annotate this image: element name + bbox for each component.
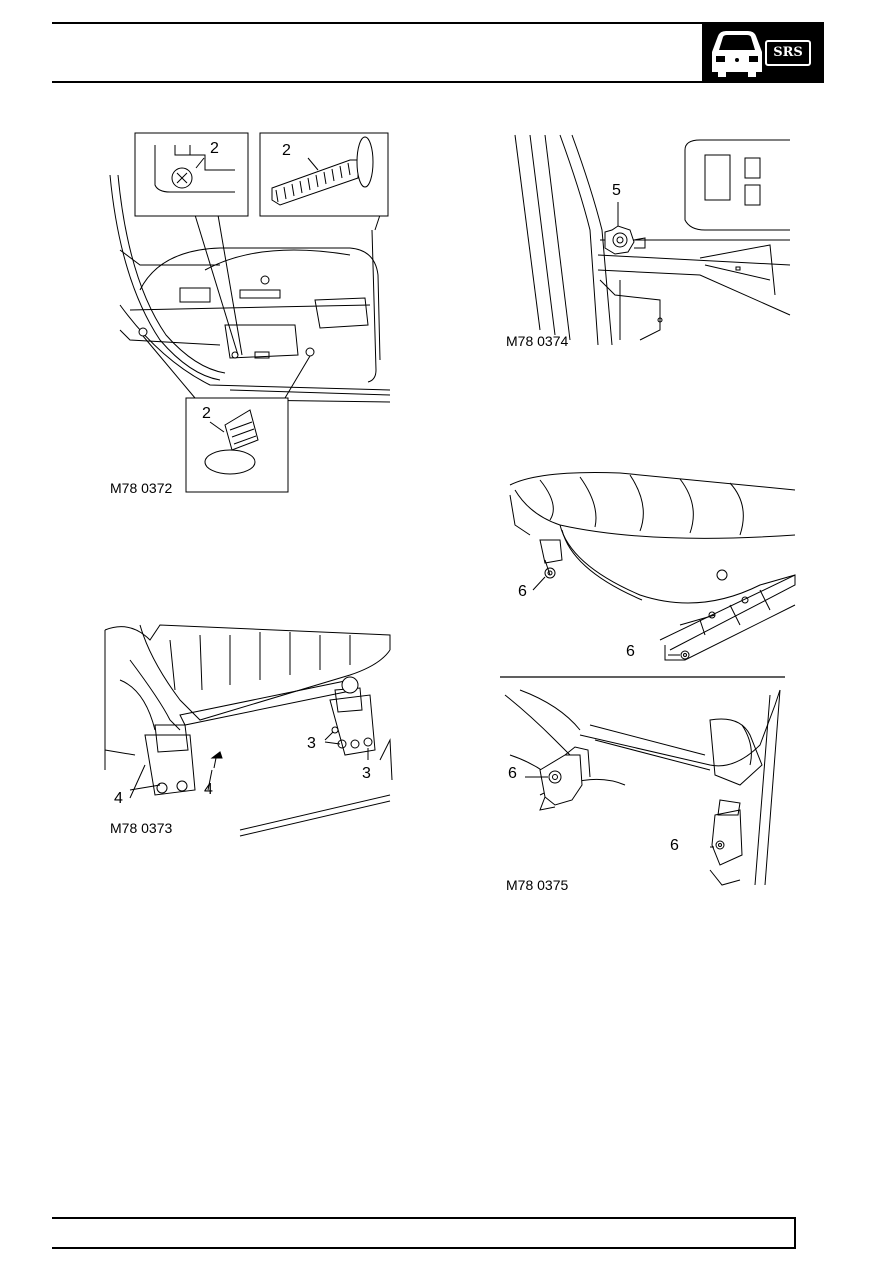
figure-m78-0372: 2 2 2 M78 0372 [100, 130, 400, 496]
callout-6-lower-left: 6 [508, 765, 517, 782]
header-bottom-rule [52, 81, 702, 83]
callout-3-left: 3 [307, 735, 316, 752]
callout-4-right: 4 [204, 781, 213, 798]
callout-2-inset-c: 2 [202, 405, 211, 422]
figure-caption: M78 0375 [506, 877, 569, 893]
footer-bottom-rule [52, 1247, 796, 1249]
footer-right-rule [794, 1217, 796, 1249]
srs-badge: SRS [702, 22, 824, 83]
callout-5: 5 [612, 182, 621, 199]
figure-caption: M78 0373 [110, 820, 173, 836]
seat-frame-bolts-drawing [104, 624, 393, 837]
footer-top-rule [52, 1217, 796, 1219]
callout-4-left: 4 [114, 790, 123, 807]
figure-m78-0373: 3 3 4 4 M78 0373 [100, 620, 400, 840]
figure-m78-0375: 6 6 6 6 M78 0375 [500, 465, 800, 895]
callout-3-right: 3 [362, 765, 371, 782]
figure-m78-0374: 5 M78 0374 [500, 130, 800, 355]
callout-2-inset-b: 2 [282, 142, 291, 159]
car-front-icon [712, 31, 762, 77]
callout-6-upper-left: 6 [518, 583, 527, 600]
seat-rail-bolt-drawing [514, 134, 791, 346]
callout-2-inset-a: 2 [210, 140, 219, 157]
srs-label: SRS [765, 40, 811, 66]
figure-caption: M78 0374 [506, 333, 569, 349]
callout-6-lower-right: 6 [670, 837, 679, 854]
seat-underside-bolts-drawing [500, 472, 796, 886]
figure-caption: M78 0372 [110, 480, 173, 496]
door-trim-drawing [109, 132, 391, 493]
header-top-rule [52, 22, 702, 24]
callout-6-upper-right: 6 [626, 643, 635, 660]
